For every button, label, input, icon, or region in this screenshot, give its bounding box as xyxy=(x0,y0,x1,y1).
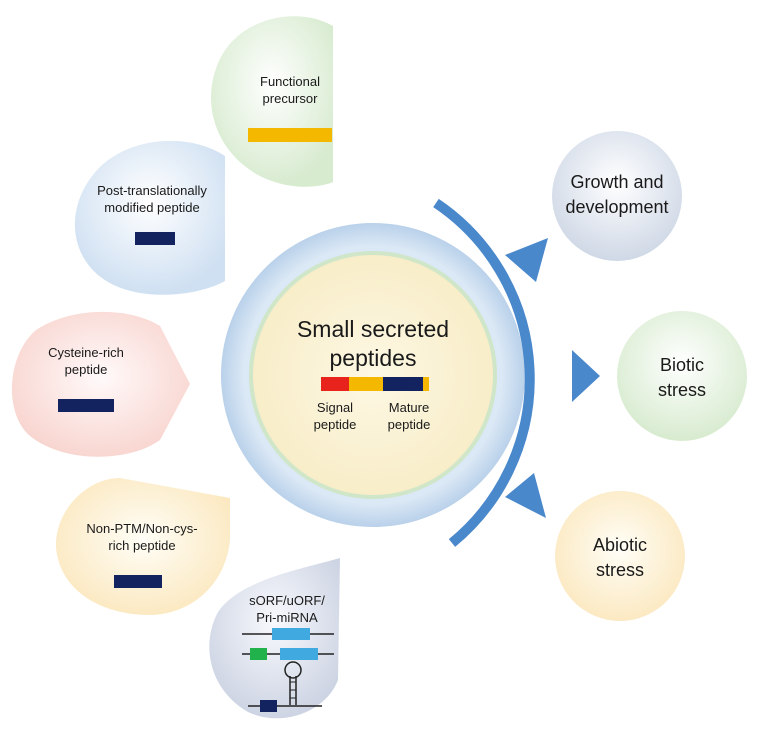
nonptm-line2: rich peptide xyxy=(108,537,176,553)
drop-post-translational xyxy=(74,140,225,295)
abiotic-line2: stress xyxy=(595,560,644,581)
cys-bar xyxy=(58,399,114,412)
circle-biotic xyxy=(617,311,747,441)
biotic-line2: stress xyxy=(657,380,706,401)
center-title-line2: peptides xyxy=(329,344,417,371)
inner-circle xyxy=(249,251,497,499)
circle-abiotic xyxy=(555,491,685,621)
label-post-translational: Post-translationally modified peptide xyxy=(72,183,232,217)
precursor-bar xyxy=(248,128,332,142)
ptm-line2: modified peptide xyxy=(104,199,200,215)
label-cysteine-rich: Cysteine-rich peptide xyxy=(26,345,146,379)
circle-growth xyxy=(552,131,682,261)
main-orf-box xyxy=(280,648,318,660)
signal-segment xyxy=(321,377,349,391)
output-arc xyxy=(433,198,535,547)
sorf-box xyxy=(272,628,310,640)
cys-line2: peptide xyxy=(64,361,108,377)
cys-line1: Cysteine-rich xyxy=(48,345,124,360)
drop-cysteine-rich xyxy=(11,311,191,457)
uorf-box xyxy=(250,648,267,660)
mature-label-line1: Mature xyxy=(388,400,430,415)
growth-line1: Growth and xyxy=(570,172,664,192)
signal-label-line1: Signal xyxy=(316,400,354,415)
center-title: Small secreted peptides xyxy=(263,315,483,373)
nonptm-bar xyxy=(114,575,162,588)
label-non-ptm: Non-PTM/Non-cys- rich peptide xyxy=(62,521,222,555)
growth-line2: development xyxy=(565,197,669,218)
label-sorf: sORF/uORF/ Pri-miRNA xyxy=(232,593,342,627)
label-abiotic: Abiotic stress xyxy=(555,533,685,583)
signal-label-line2: peptide xyxy=(313,416,357,432)
arrow-biotic xyxy=(572,350,600,402)
c-terminal-segment xyxy=(423,377,429,391)
precursor-line2: precursor xyxy=(262,90,318,106)
mature-segment xyxy=(383,377,423,391)
abiotic-line1: Abiotic xyxy=(592,535,648,555)
signal-peptide-label: Signal peptide xyxy=(300,400,370,434)
center-title-line1: Small secreted xyxy=(296,316,450,342)
arrow-growth xyxy=(505,238,548,282)
mirna-loop xyxy=(284,661,302,679)
label-growth: Growth and development xyxy=(547,170,687,220)
arrow-abiotic xyxy=(505,473,546,518)
label-biotic: Biotic stress xyxy=(617,353,747,403)
precursor-line1: Functional xyxy=(260,74,320,89)
mature-peptide-label: Mature peptide xyxy=(374,400,444,434)
sorf-line1: sORF/uORF/ xyxy=(249,593,325,608)
mature-label-line2: peptide xyxy=(387,416,431,432)
propeptide-segment xyxy=(349,377,383,391)
drop-non-ptm xyxy=(55,478,231,615)
label-functional-precursor: Functional precursor xyxy=(225,74,355,108)
ptm-bar xyxy=(135,232,175,245)
mirna-peptide-box xyxy=(260,700,277,712)
drop-functional-precursor xyxy=(211,16,333,187)
biotic-line1: Biotic xyxy=(659,355,704,375)
nonptm-line1: Non-PTM/Non-cys- xyxy=(86,521,198,536)
sorf-line2: Pri-miRNA xyxy=(256,609,318,625)
ptm-line1: Post-translationally xyxy=(97,183,207,198)
